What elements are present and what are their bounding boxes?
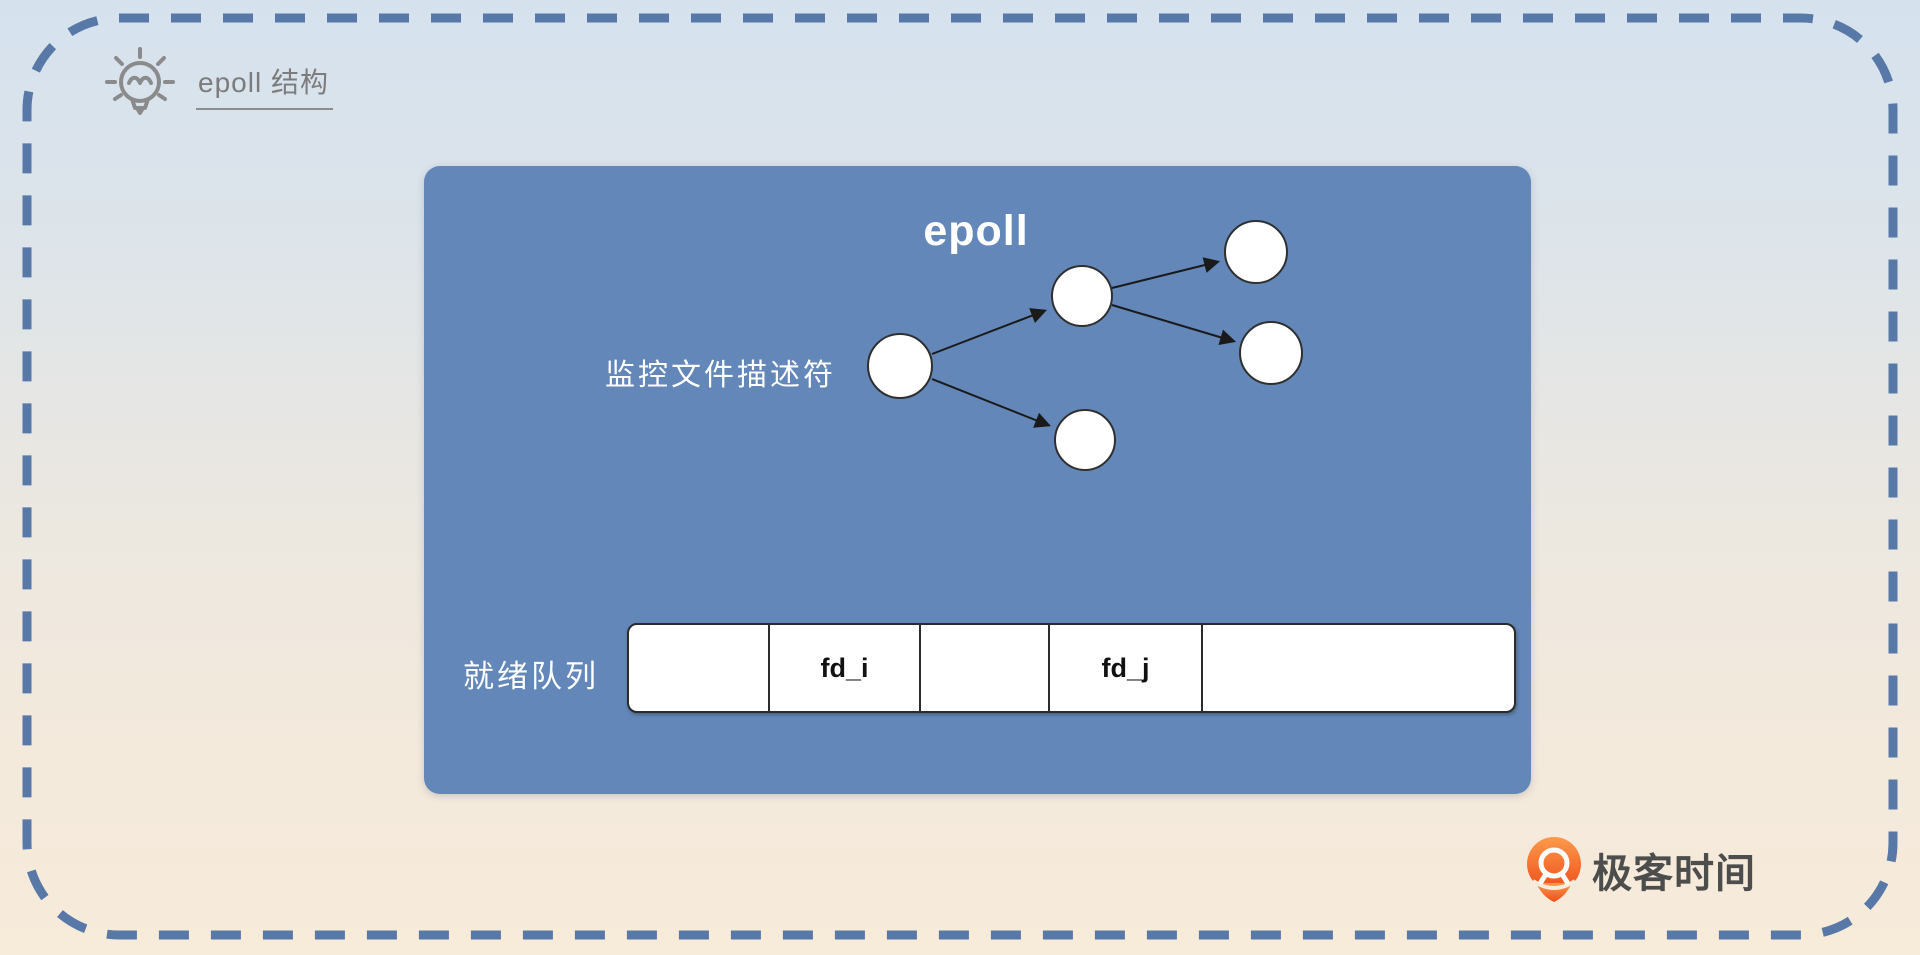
- geektime-logo-icon: [1527, 837, 1581, 902]
- geektime-logo-text: 极客时间: [1592, 852, 1756, 896]
- monitored-fd-label: 监控文件描述符: [605, 359, 836, 392]
- panel-title: epoll: [923, 207, 1029, 255]
- ready-queue-array: fd_i fd_j: [627, 623, 1516, 713]
- lightbulb-icon: [105, 47, 175, 115]
- ready-queue-label: 就绪队列: [463, 659, 599, 694]
- slide-header: epoll 结构: [100, 44, 333, 124]
- queue-cell-empty-2: [921, 625, 1050, 711]
- geektime-branding: 极客时间: [1524, 836, 1756, 904]
- page-title: epoll 结构: [196, 59, 333, 110]
- queue-cell-fd-i: fd_i: [770, 625, 921, 711]
- queue-cell-empty-1: [629, 625, 770, 711]
- queue-cell-fd-j: fd_j: [1050, 625, 1203, 711]
- queue-cell-empty-3: [1203, 625, 1514, 711]
